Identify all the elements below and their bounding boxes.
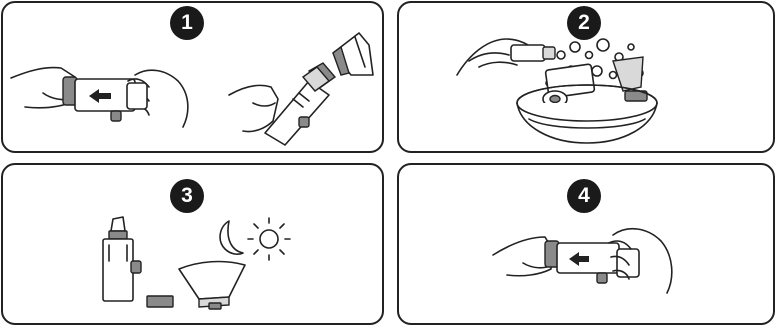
- mask-icon: [613, 57, 647, 101]
- hand-icon: [493, 237, 551, 276]
- step-3-panel: 3: [1, 163, 384, 325]
- step-2-panel: 2: [397, 1, 775, 153]
- step-3-illustration: [3, 165, 384, 325]
- hand-icon: [229, 85, 278, 131]
- mask-icon: [179, 262, 245, 309]
- moon-icon: [220, 221, 243, 254]
- step-2-illustration: [399, 3, 775, 153]
- valve-icon: [147, 296, 173, 307]
- hand-icon: [127, 70, 188, 127]
- spacer-device-icon: [265, 63, 335, 145]
- step-4-panel: 4: [397, 163, 775, 325]
- spacer-device-icon: [103, 217, 141, 301]
- hand-icon: [457, 39, 555, 75]
- mask-icon: [333, 33, 373, 75]
- step-4-illustration: [399, 165, 775, 325]
- step-1-panel: 1: [1, 1, 384, 153]
- step-1-illustration: [3, 3, 384, 153]
- spacer-device-icon: [545, 241, 639, 283]
- sun-icon: [248, 218, 290, 260]
- spacer-device-icon: [63, 77, 135, 121]
